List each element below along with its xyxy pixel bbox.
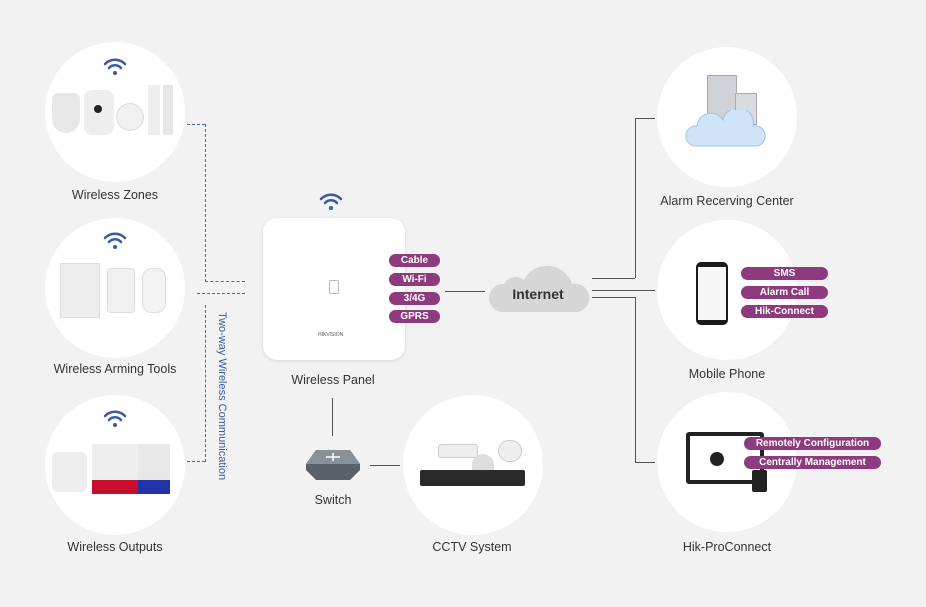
connector-line: [635, 118, 636, 278]
connector-line: [635, 297, 636, 462]
communication-line: [197, 293, 245, 294]
hik-proconnect-label: Hik-ProConnect: [682, 540, 772, 554]
connector-line: [445, 291, 485, 292]
connection-pill: Cable: [389, 254, 440, 267]
mobile-phone-label: Mobile Phone: [688, 367, 766, 381]
connector-line: [592, 278, 635, 279]
connector-line: [332, 398, 333, 436]
connection-pill: GPRS: [389, 310, 440, 323]
internet-label: Internet: [512, 286, 564, 302]
alarm-center-label: Alarm Recerving Center: [660, 194, 794, 208]
wifi-icon: [319, 193, 343, 210]
mobile-feature-pill: Alarm Call: [741, 286, 828, 299]
siren-devices-image: [52, 444, 172, 496]
keypad-devices-image: [60, 263, 170, 318]
wireless-outputs-label: Wireless Outputs: [67, 540, 163, 554]
communication-line: [205, 305, 206, 462]
switch-label: Switch: [314, 493, 352, 507]
phone-image: [696, 262, 728, 325]
connection-pill: Wi-Fi: [389, 273, 440, 286]
connector-line: [635, 462, 655, 463]
wireless-panel-label: Wireless Panel: [291, 373, 375, 387]
cctv-label: CCTV System: [432, 540, 512, 554]
wireless-panel-device: HIKVISION: [263, 218, 405, 360]
sensor-devices-image: [50, 85, 180, 140]
communication-line: [187, 461, 205, 462]
wifi-icon: [103, 232, 127, 249]
wireless-arming-tools-label: Wireless Arming Tools: [53, 362, 177, 376]
communication-line: [205, 124, 206, 282]
cctv-cameras-image: [420, 438, 525, 488]
connector-line: [370, 465, 400, 466]
wifi-icon: [103, 410, 127, 427]
connector-line: [592, 297, 635, 298]
wifi-icon: [103, 58, 127, 75]
server-cloud-image: [685, 75, 770, 150]
panel-brand: HIKVISION: [318, 332, 344, 338]
mobile-feature-pill: Hik-Connect: [741, 305, 828, 318]
cloud-icon: [488, 265, 590, 312]
proconnect-feature-pill: Centrally Management: [744, 456, 881, 469]
phone-image: [752, 470, 767, 492]
proconnect-feature-pill: Remotely Configuration: [744, 437, 881, 450]
communication-label: Two-way Wireless Communication: [216, 312, 228, 481]
switch-icon: [306, 450, 360, 480]
communication-line: [187, 124, 205, 125]
connector-line: [635, 118, 655, 119]
mobile-feature-pill: SMS: [741, 267, 828, 280]
wireless-zones-label: Wireless Zones: [71, 188, 159, 202]
connector-line: [592, 290, 655, 291]
communication-line: [205, 281, 245, 282]
connection-pill: 3/4G: [389, 292, 440, 305]
